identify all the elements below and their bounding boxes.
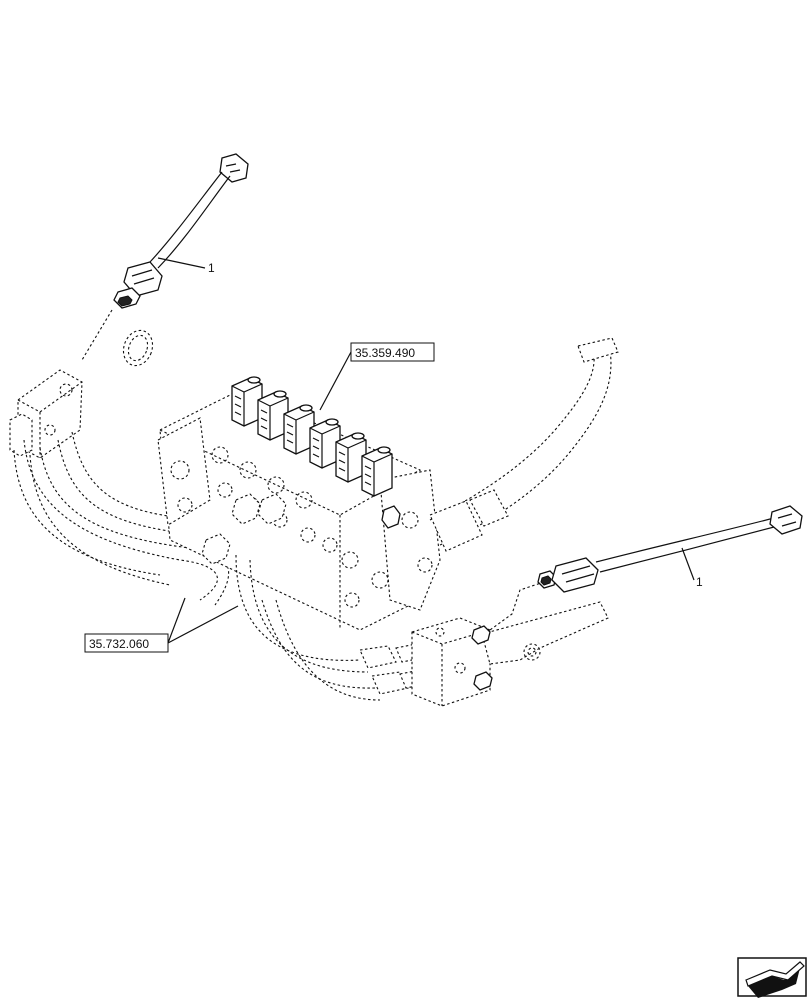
callout-item-1-right: 1 [696, 575, 703, 589]
pressure-sensor-right [537, 505, 803, 593]
reference-label-valve-block: 35.359.490 [355, 346, 415, 360]
reference-valve-block: 35.359.490 [319, 342, 435, 411]
callout-item-1-top: 1 [208, 261, 215, 275]
leader-line-right [681, 547, 695, 581]
alignment-line-top [81, 309, 113, 361]
return-hose-large [429, 337, 619, 552]
next-page-arrow-icon[interactable] [737, 957, 807, 998]
o-ring [122, 329, 154, 367]
reference-hoses: 35.732.060 [84, 597, 239, 653]
reference-label-hoses: 35.732.060 [89, 637, 149, 651]
left-manifold-block [9, 369, 83, 459]
solenoid-coils [231, 376, 393, 497]
right-manifold-block [411, 601, 609, 707]
pressure-sensor-top [113, 153, 249, 309]
leader-line-top [157, 257, 206, 269]
hose-group-left [13, 431, 230, 606]
